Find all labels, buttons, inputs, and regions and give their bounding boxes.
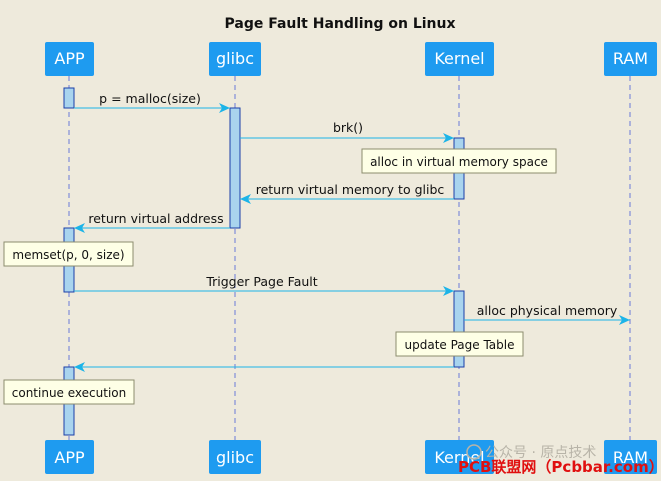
- participant-glibc-bottom: [209, 440, 261, 474]
- participant-kernel-bottom-label: Kernel: [434, 448, 484, 467]
- diagram-title: Page Fault Handling on Linux: [225, 16, 456, 32]
- note-box-page-table: [395, 331, 524, 357]
- participant-kernel-bottom: [425, 440, 494, 474]
- participant-app-top-label: APP: [54, 49, 85, 68]
- activation-kernel-2: [453, 290, 465, 368]
- watermark-line2: PCB联盟网（Pcbbar.com）: [458, 458, 661, 476]
- participant-glibc-top: [209, 42, 261, 76]
- participant-app-bottom-label: APP: [54, 448, 85, 467]
- message-label-brk: brk(): [333, 120, 363, 135]
- note-text-continue: continue execution: [12, 386, 126, 400]
- activation-glibc-1: [229, 107, 241, 229]
- message-label-return-address: return virtual address: [88, 211, 223, 226]
- participant-kernel-top: [425, 42, 494, 76]
- wechat-icon: [466, 444, 482, 460]
- participant-ram-bottom: [604, 440, 657, 474]
- message-label-page-fault: Trigger Page Fault: [205, 274, 317, 289]
- note-text-virtual-memory: alloc in virtual memory space: [370, 155, 548, 169]
- watermark: 公众号 · 原点技术 PCB联盟网（Pcbbar.com）: [458, 444, 661, 476]
- participant-app-bottom: [45, 440, 94, 474]
- message-label-malloc: p = malloc(size): [99, 91, 201, 106]
- note-box-continue: [3, 379, 135, 405]
- note-text-page-table: update Page Table: [405, 338, 515, 352]
- watermark-line1: 公众号 · 原点技术: [485, 445, 596, 461]
- participant-ram-top: [604, 42, 657, 76]
- note-text-memset: memset(p, 0, size): [12, 248, 124, 262]
- note-box-memset: [3, 241, 134, 267]
- message-label-return-vm: return virtual memory to glibc: [256, 182, 445, 197]
- participant-glibc-top-label: glibc: [216, 49, 254, 68]
- activation-app-1: [63, 87, 75, 109]
- participant-kernel-top-label: Kernel: [434, 49, 484, 68]
- message-label-alloc-physical: alloc physical memory: [477, 303, 618, 318]
- participant-ram-bottom-label: RAM: [613, 448, 648, 467]
- note-box-virtual-memory: [361, 148, 557, 174]
- participant-app-top: [45, 42, 94, 76]
- participant-ram-top-label: RAM: [613, 49, 648, 68]
- participant-glibc-bottom-label: glibc: [216, 448, 254, 467]
